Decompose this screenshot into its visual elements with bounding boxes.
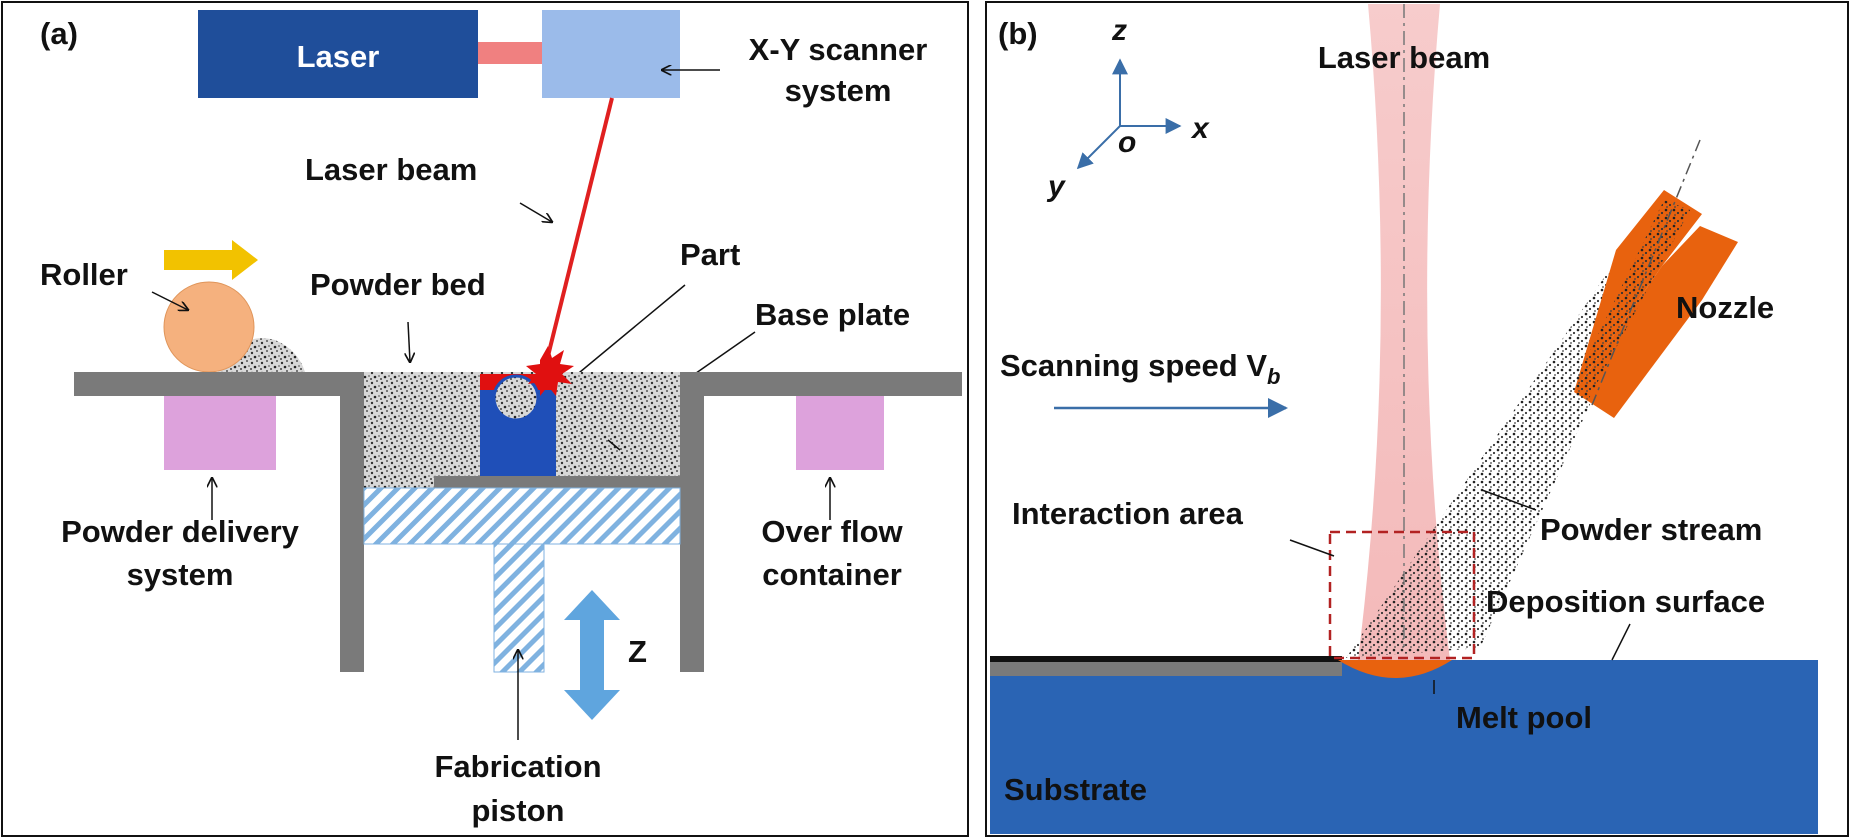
y-axis-label: y (1046, 170, 1066, 203)
powder-stream (1346, 198, 1680, 658)
substrate-label: Substrate (1004, 772, 1147, 807)
roller-pointer (151, 291, 188, 310)
melt-pool-label: Melt pool (1456, 700, 1592, 735)
piston-label-line1: Fabrication (434, 749, 601, 784)
x-axis-label: x (1190, 112, 1210, 145)
base-plate-label: Base plate (755, 297, 910, 332)
panel-b: (b) z x y o Laser beam Substrate Melt po… (985, 1, 1849, 837)
part-pointer (568, 284, 686, 382)
left-wall (340, 372, 364, 672)
laser-box (198, 10, 478, 98)
roller-label: Roller (40, 257, 128, 292)
powder-bed-label: Powder bed (310, 267, 486, 302)
powder-stream-pointer (1481, 489, 1537, 511)
scanner-box (542, 10, 680, 98)
melt-spark (526, 346, 574, 396)
powder-delivery-container (164, 396, 276, 470)
axis-triad: z x y o (1046, 14, 1210, 203)
piston-head (363, 487, 681, 545)
laser-label: Laser (297, 39, 380, 74)
y-axis-line (1076, 125, 1121, 170)
right-wall (680, 372, 704, 672)
scanner-label-line1: X-Y scanner (749, 32, 928, 67)
nozzle-right-body (1574, 226, 1738, 418)
melt-pool (1338, 660, 1452, 678)
scanning-speed-label: Scanning speed Vb (1000, 348, 1280, 389)
laser-beam-line (546, 97, 614, 357)
interaction-area-box (1328, 530, 1476, 660)
substrate (990, 660, 1818, 834)
nozzle-channel (1570, 200, 1690, 400)
laser-beam-label-b: Laser beam (1318, 40, 1490, 75)
nozzle-centerline (1591, 139, 1701, 406)
panel-b-tag: (b) (998, 16, 1038, 51)
origin-label: o (1118, 126, 1136, 159)
interaction-area-pointer (1289, 539, 1335, 557)
base-plate-tick (607, 439, 621, 451)
scanning-speed-subscript: b (1267, 364, 1280, 389)
deposited-layer (990, 662, 1342, 676)
powder-bed-pointer (408, 321, 410, 362)
part-label: Part (680, 237, 740, 272)
roller-circle (163, 281, 255, 373)
interaction-area-label: Interaction area (1012, 496, 1244, 531)
laser-connector (478, 42, 542, 64)
right-deck (680, 372, 962, 396)
piston-rod (493, 543, 545, 673)
powder-stream-label: Powder stream (1540, 512, 1762, 547)
laser-beam-pointer (519, 202, 552, 222)
nozzle-label: Nozzle (1676, 290, 1774, 325)
part-cavity (492, 374, 540, 422)
base-plate (434, 476, 680, 488)
deposited-layer-top (990, 656, 1342, 662)
overflow-label-line1: Over flow (761, 514, 903, 549)
nozzle (1570, 139, 1738, 418)
scanning-speed-text: Scanning speed V (1000, 348, 1267, 383)
piston-label-line2: piston (472, 793, 565, 828)
laser-beam-label: Laser beam (305, 152, 477, 187)
left-deck (74, 372, 364, 396)
z-label: Z (628, 634, 647, 669)
powder-delivery-label-line2: system (127, 557, 234, 592)
roller-direction-arrow (164, 240, 258, 280)
deposition-surface-label: Deposition surface (1486, 584, 1765, 619)
z-arrow (564, 590, 620, 720)
deposition-surface-pointer (1611, 623, 1631, 661)
panel-a: (a) Laser X-Y scanner system Laser beam … (1, 1, 969, 837)
overflow-label-line2: container (762, 557, 902, 592)
powder-delivery-label-line1: Powder delivery (61, 514, 300, 549)
panel-a-tag: (a) (40, 16, 78, 51)
z-axis-label: z (1111, 14, 1127, 47)
overflow-container (796, 396, 884, 470)
scanner-label-line2: system (785, 73, 892, 108)
